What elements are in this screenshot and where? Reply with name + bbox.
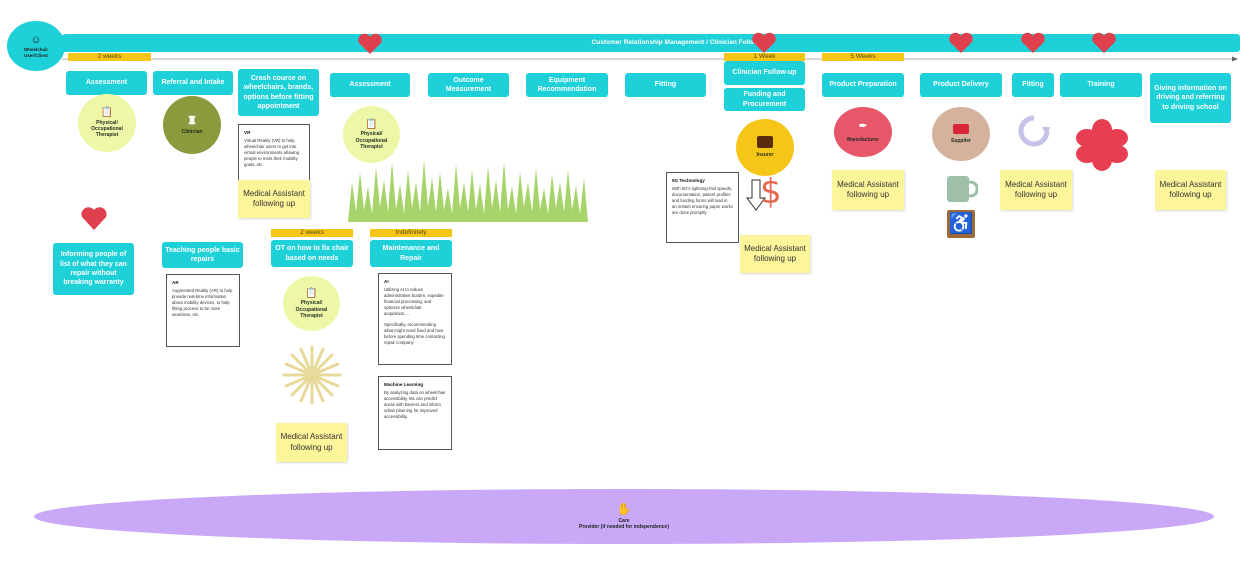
stage-crash-course: Crash course on wheelchairs, brands, opt… [238, 69, 319, 116]
wheelchair-user-node: ☺ Wheelchair User/Client [7, 21, 65, 71]
lab-coat-icon: ♜ [187, 115, 197, 127]
clinician-node: ♜ Clinician [163, 96, 221, 154]
care-label: Care [618, 518, 630, 524]
manufacturer-node: ✒ Manufacturer [834, 107, 892, 157]
stage-driving-info: Giving information on driving and referr… [1150, 73, 1231, 123]
toolbox-icon [953, 123, 969, 134]
duration-tag: 1 Week [724, 53, 805, 61]
stage-product-preparation: Product Preparation [822, 73, 904, 97]
therapist-node-2: 📋 Physical/ Occupational Therapist [343, 106, 400, 163]
supplier-label: Supplier [950, 137, 971, 144]
heart-icon [949, 32, 973, 53]
note-title: Machine Learning [384, 382, 424, 387]
heart-icon [1021, 32, 1045, 53]
therapist-node-3: 📋 Physical/ Occupational Therapist [283, 276, 340, 331]
stage-training: Training [1060, 73, 1142, 97]
duration-tag: 5 Weeks [822, 53, 904, 61]
stage-funding-procurement: Funding and Procurement [724, 88, 805, 111]
stage-teaching-repairs: Teaching people basic repairs [162, 242, 243, 268]
wrench-icon: ✒ [858, 120, 868, 132]
clinician-label: Clinician [181, 128, 203, 135]
duration-tag: 2 weeks [68, 53, 151, 61]
sticky-medical-assistant: Medical Assistant following up [740, 235, 810, 273]
note-title: AR [172, 280, 179, 285]
therapist-label: Physical/ Occupational Therapist [91, 119, 123, 139]
stage-informing-repairs: Informing people of list of what they ca… [53, 243, 134, 295]
heart-icon [1092, 32, 1116, 53]
flower-shape [1076, 119, 1128, 171]
stage-outcome-measurement: Outcome Measurement [428, 73, 509, 97]
note-body: By analyzing data on wheelchair accessib… [384, 390, 446, 420]
duration-tag: 2 weeks [271, 229, 353, 237]
sticky-medical-assistant: Medical Assistant following up [1000, 170, 1072, 210]
stage-equipment-recommendation: Equipment Recommendation [526, 73, 608, 97]
care-provider-ellipse: ✋ Care Provider (if needed for independe… [34, 489, 1214, 544]
insurer-node: Insurer [736, 119, 794, 176]
down-arrow-icon [746, 179, 766, 211]
note-ar: AR Augmented Reality (AR) to help provid… [166, 274, 240, 347]
stage-clinician-followup: Clinician Follow-up [724, 61, 805, 85]
mug-icon [947, 176, 978, 202]
dollar-icon: $ [760, 172, 782, 212]
heart-icon [752, 32, 776, 53]
sticky-medical-assistant: Medical Assistant following up [238, 180, 310, 218]
sticky-medical-assistant: Medical Assistant following up [1155, 170, 1226, 210]
banner-bar: Customer Relationship Management / Clini… [62, 34, 1240, 52]
supplier-node: Supplier [932, 107, 990, 161]
wheelchair-user-label: Wheelchair User/Client [23, 47, 48, 58]
banner-title: Customer Relationship Management / Clini… [591, 38, 770, 46]
sticky-medical-assistant: Medical Assistant following up [276, 423, 347, 462]
therapist-node: 📋 Physical/ Occupational Therapist [78, 94, 136, 152]
heart-icon [358, 33, 382, 54]
note-body: Augmented Reality (AR) to help provide r… [172, 288, 233, 318]
therapist-label: Physical/ Occupational Therapist [355, 131, 388, 150]
refresh-icon [1018, 115, 1050, 147]
timeline-arrow [62, 56, 1238, 62]
duration-tag: Indefinitely [370, 229, 452, 237]
care-provider-label: Provider (if needed for independence) [578, 524, 669, 530]
insurer-label: Insurer [756, 152, 774, 159]
note-machine-learning: Machine Learning By analyzing data on wh… [378, 376, 452, 450]
stage-ot-fix-chair: OT on how to fix chair based on needs [271, 240, 353, 267]
note-body: With 5G's lightning-fast speeds, documen… [672, 186, 733, 216]
clipboard-icon: 📋 [365, 118, 378, 130]
heart-icon [81, 207, 107, 230]
briefcase-icon [757, 136, 773, 149]
sunburst-shape [282, 345, 342, 405]
grass-illustration [348, 160, 588, 222]
hand-icon: ✋ [616, 502, 632, 516]
clipboard-icon: 📋 [305, 287, 318, 299]
stage-maintenance-repair: Maintenance and Repair [370, 240, 452, 267]
stage-product-delivery: Product Delivery [920, 73, 1002, 97]
note-ai: AI Utilizing AI to reduce administrative… [378, 273, 452, 365]
accessibility-icon: ♿ [947, 210, 975, 238]
stage-fitting-2: Fitting [1012, 73, 1054, 97]
note-body: Specifically, recommending what might ne… [384, 321, 445, 345]
stage-referral-intake: Referral and Intake [153, 71, 233, 95]
note-body: Utilizing AI to reduce administrative bu… [384, 287, 444, 317]
stage-fitting: Fitting [625, 73, 706, 97]
note-title: VR [244, 130, 251, 135]
note-body: Virtual Reality (VR) to help wheelchair … [244, 138, 300, 168]
note-5g: 5G Technology With 5G's lightning-fast s… [666, 172, 739, 243]
manufacturer-label: Manufacturer [847, 137, 879, 144]
therapist-label: Physical/ Occupational Therapist [295, 300, 328, 319]
stage-assessment: Assessment [66, 71, 147, 95]
person-icon: ☺ [30, 33, 42, 46]
sticky-medical-assistant: Medical Assistant following up [832, 170, 904, 210]
stage-assessment-2: Assessment [330, 73, 410, 97]
note-title: 5G Technology [672, 178, 705, 183]
note-title: AI [384, 279, 389, 284]
clipboard-icon: 📋 [100, 107, 114, 119]
